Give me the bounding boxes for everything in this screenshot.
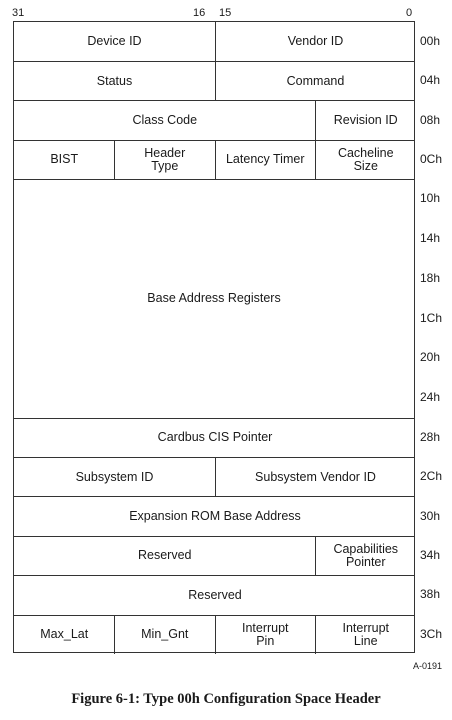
row-divider xyxy=(14,614,414,616)
offset-label: 10h xyxy=(420,191,441,206)
reserved-38h-field: Reserved xyxy=(14,576,416,615)
offset-label: 38h xyxy=(420,587,441,602)
row-divider xyxy=(14,139,414,141)
bit-31-label: 31 xyxy=(12,7,25,19)
bist-field: BIST xyxy=(14,140,115,179)
subsystem-id-field: Subsystem ID xyxy=(14,457,215,496)
row-divider xyxy=(14,179,414,181)
header-type-field: Header Type xyxy=(115,140,216,179)
device-id-field: Device ID xyxy=(14,22,215,61)
base-address-registers-label: Base Address Registers xyxy=(147,291,281,306)
header-type-label: Header Type xyxy=(144,145,186,173)
offset-label: 2Ch xyxy=(420,469,443,484)
cacheline-size-label: Cacheline Size xyxy=(337,145,394,173)
vendor-id-field: Vendor ID xyxy=(215,22,416,61)
revision-id-label: Revision ID xyxy=(333,112,398,127)
interrupt-line-field: Interrupt Line xyxy=(316,615,417,654)
cell-divider xyxy=(315,140,316,180)
row-divider xyxy=(14,496,414,498)
offset-label: 24h xyxy=(420,390,441,405)
cell-divider xyxy=(214,615,216,655)
interrupt-line-label: Interrupt Line xyxy=(342,620,390,648)
cardbus-cis-pointer-field: Cardbus CIS Pointer xyxy=(14,418,416,457)
offset-label: 18h xyxy=(420,270,441,285)
latency-timer-field: Latency Timer xyxy=(215,140,316,179)
row-divider xyxy=(14,575,414,577)
cell-divider xyxy=(214,457,216,497)
interrupt-pin-label: Interrupt Pin xyxy=(241,620,289,648)
min-gnt-field: Min_Gnt xyxy=(115,615,216,654)
offset-label: 28h xyxy=(420,429,441,444)
cell-divider xyxy=(315,100,316,141)
offset-label: 08h xyxy=(420,112,441,127)
cell-divider xyxy=(315,615,316,655)
cell-divider xyxy=(214,140,216,180)
row-divider xyxy=(14,60,414,62)
offset-label: 20h xyxy=(420,350,441,365)
offset-label: 0Ch xyxy=(420,151,443,166)
bit-16-label: 16 xyxy=(193,7,206,19)
bist-label: BIST xyxy=(50,152,79,167)
cell-divider xyxy=(114,615,115,655)
bit-0-label: 0 xyxy=(406,7,413,19)
revision-id-field: Revision ID xyxy=(316,101,417,140)
cell-divider xyxy=(214,22,216,62)
row-divider xyxy=(14,417,414,419)
class-code-field: Class Code xyxy=(14,101,316,140)
expansion-rom-base-address-label: Expansion ROM Base Address xyxy=(129,508,301,523)
offset-label: 34h xyxy=(420,547,441,562)
subsystem-vendor-id-field: Subsystem Vendor ID xyxy=(215,457,416,496)
row-divider xyxy=(14,535,414,537)
command-label: Command xyxy=(286,73,345,88)
capabilities-pointer-field: Capabilities Pointer xyxy=(316,536,417,575)
interrupt-pin-field: Interrupt Pin xyxy=(215,615,316,654)
bit-15-label: 15 xyxy=(219,7,232,19)
device-id-label: Device ID xyxy=(87,34,142,49)
offset-label: 3Ch xyxy=(420,626,443,641)
max-lat-label: Max_Lat xyxy=(40,627,89,642)
min-gnt-label: Min_Gnt xyxy=(141,627,189,642)
base-address-registers-field: Base Address Registers xyxy=(14,180,414,418)
subsystem-vendor-id-label: Subsystem Vendor ID xyxy=(255,469,376,484)
reserved-38h-label: Reserved xyxy=(188,587,242,602)
cell-divider xyxy=(114,140,115,180)
cacheline-size-field: Cacheline Size xyxy=(316,140,417,179)
command-field: Command xyxy=(215,61,416,100)
cell-divider xyxy=(315,536,316,576)
figure-caption: Figure 6-1: Type 00h Configuration Space… xyxy=(71,691,381,707)
row-divider xyxy=(14,100,414,102)
status-field: Status xyxy=(14,61,215,100)
expansion-rom-base-address-field: Expansion ROM Base Address xyxy=(14,497,416,536)
latency-timer-label: Latency Timer xyxy=(225,152,305,167)
row-divider xyxy=(14,456,414,458)
offset-label: 00h xyxy=(420,33,441,48)
cardbus-cis-pointer-label: Cardbus CIS Pointer xyxy=(157,430,273,445)
offset-label: 04h xyxy=(420,73,441,88)
reserved-34h-label: Reserved xyxy=(138,548,192,563)
cell-divider xyxy=(214,61,216,101)
offset-label: 30h xyxy=(420,508,441,523)
status-label: Status xyxy=(96,73,133,88)
subsystem-id-label: Subsystem ID xyxy=(75,469,154,484)
figure-code: A-0191 xyxy=(412,661,442,671)
max-lat-field: Max_Lat xyxy=(14,615,115,654)
reserved-34h-field: Reserved xyxy=(14,536,316,575)
offset-label: 14h xyxy=(420,231,441,246)
capabilities-pointer-label: Capabilities Pointer xyxy=(333,541,399,569)
class-code-label: Class Code xyxy=(132,112,198,127)
vendor-id-label: Vendor ID xyxy=(287,34,344,49)
offset-label: 1Ch xyxy=(420,310,443,325)
